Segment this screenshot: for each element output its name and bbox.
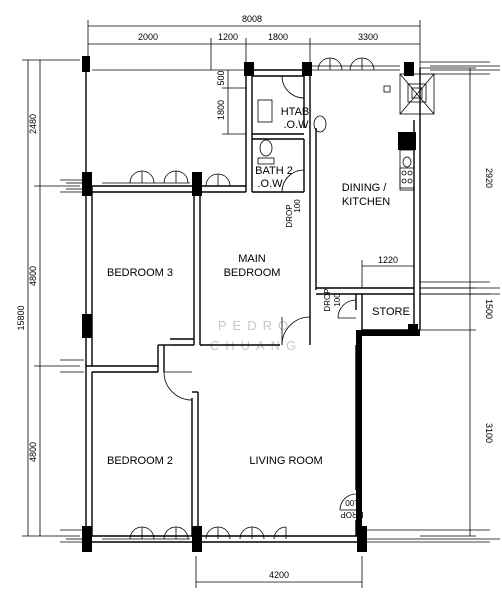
fixtures <box>257 73 435 191</box>
dim-right-2: 1500 <box>484 299 494 319</box>
room-living-room: LIVING ROOM <box>249 455 322 467</box>
dim-left-3: 4800 <box>28 442 38 462</box>
room-htab-line-2: .O.W <box>283 119 309 131</box>
watermark-line-1: PEDRO <box>218 318 294 333</box>
room-bedroom-2: BEDROOM 2 <box>107 455 173 467</box>
dimension-lines <box>22 20 490 588</box>
drop-value-3: 100 <box>345 498 359 507</box>
dim-left-2: 4800 <box>28 266 38 286</box>
dim-inner-1800: 1800 <box>216 100 226 120</box>
drop-label-2: DROP <box>323 288 332 311</box>
dim-top-2: 1200 <box>218 32 238 42</box>
dim-bottom: 4200 <box>269 570 289 580</box>
room-dining-line-2: KITCHEN <box>342 196 390 208</box>
dim-top-3: 1800 <box>268 32 288 42</box>
room-store: STORE <box>372 306 410 318</box>
drop-value-2: 100 <box>333 293 342 307</box>
thick-wall <box>356 330 420 536</box>
drop-label-3: DROP <box>340 510 363 519</box>
room-bath-2-line-2: .O.W <box>257 178 283 190</box>
columns <box>82 56 418 552</box>
window-doors <box>66 57 500 540</box>
dim-total-top: 8008 <box>242 14 262 24</box>
dim-left-1: 2480 <box>28 114 38 134</box>
room-main-bedroom-line-2: BEDROOM <box>224 267 281 279</box>
dim-left-total: 15800 <box>16 305 26 330</box>
dim-right-3: 3100 <box>484 423 494 443</box>
dim-right-1: 2920 <box>484 168 494 188</box>
watermark: PEDRO CHUANG <box>210 318 296 353</box>
walls <box>85 68 421 543</box>
room-bedroom-3: BEDROOM 3 <box>107 267 173 279</box>
room-bath-2-line-1: BATH 2 <box>255 165 293 177</box>
room-htab-line-1: HTAB <box>281 106 310 118</box>
dim-top-4: 3300 <box>358 32 378 42</box>
dim-inner-500: 500 <box>216 70 226 85</box>
interior-doors <box>163 75 357 511</box>
room-dining-line-1: DINING / <box>342 182 388 194</box>
room-main-bedroom-line-1: MAIN <box>238 253 266 265</box>
dim-top-1: 2000 <box>138 32 158 42</box>
drop-value-1: 100 <box>293 199 302 213</box>
drop-label-1: DROP <box>285 204 294 227</box>
dim-inner-1220: 1220 <box>378 255 398 265</box>
